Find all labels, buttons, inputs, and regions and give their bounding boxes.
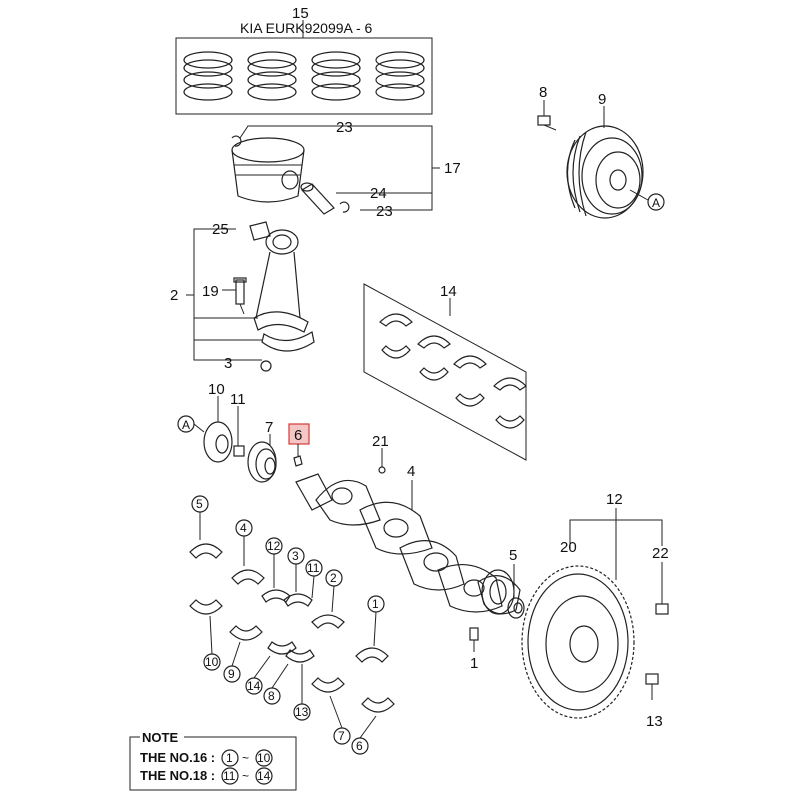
bearing-shells[interactable] [189, 543, 395, 713]
svg-text:12: 12 [267, 539, 281, 553]
note-heading: NOTE [142, 730, 178, 745]
svg-text:1: 1 [372, 597, 379, 611]
circled-callout-8[interactable]: 8 [263, 687, 281, 705]
callout-14[interactable]: 14 [440, 283, 457, 300]
callout-19[interactable]: 19 [202, 283, 219, 300]
circled-callout-12[interactable]: 12 [265, 537, 283, 555]
svg-text:8: 8 [268, 689, 275, 703]
key-6[interactable] [293, 455, 303, 467]
note-line2-to: 14 [257, 769, 271, 783]
flywheel-bolt-13[interactable] [645, 673, 659, 700]
callout-9[interactable]: 9 [598, 91, 606, 108]
note-box: NOTE THE NO.16 : 1 ~ 10 THE NO.18 : 11 ~… [129, 730, 297, 791]
callout-24[interactable]: 24 [370, 185, 387, 202]
svg-text:6: 6 [356, 739, 363, 753]
highlight-box-6[interactable] [288, 423, 310, 445]
callout-23-bottom[interactable]: 23 [376, 203, 393, 220]
rod-bolt-19[interactable] [233, 277, 247, 305]
svg-text:3: 3 [292, 549, 299, 563]
diagram-title: KIA EURK92099A - 6 [240, 20, 373, 36]
svg-text:14: 14 [247, 679, 261, 693]
rod-nut-3[interactable] [260, 360, 272, 372]
damper-pulley[interactable] [566, 125, 644, 219]
flywheel[interactable] [521, 565, 635, 719]
circled-callout-5[interactable]: 5 [191, 495, 209, 513]
svg-text:13: 13 [295, 705, 309, 719]
note-line1-prefix: THE NO.16 : [140, 750, 215, 765]
callout-23-top[interactable]: 23 [336, 119, 353, 136]
callout-4[interactable]: 4 [407, 463, 415, 480]
rod-cap[interactable] [261, 331, 315, 352]
callout-17[interactable]: 17 [444, 160, 461, 177]
note-line2-prefix: THE NO.18 : [140, 768, 215, 783]
dowel-22[interactable] [655, 603, 669, 615]
svg-text:10: 10 [205, 655, 219, 669]
callout-22[interactable]: 22 [652, 545, 669, 562]
plug-21[interactable] [378, 466, 386, 474]
rod-bearing-25[interactable] [249, 221, 271, 241]
connecting-rod[interactable] [253, 229, 309, 333]
circled-callout-10[interactable]: 10 [203, 653, 221, 671]
callout-8[interactable]: 8 [539, 84, 547, 101]
note-line2-sep: ~ [242, 769, 249, 783]
circled-callout-9[interactable]: 9 [223, 665, 241, 683]
bolt-8[interactable] [537, 115, 557, 131]
circled-callout-14[interactable]: 14 [245, 677, 263, 695]
svg-text:5: 5 [196, 497, 203, 511]
circled-callout-2[interactable]: 2 [325, 569, 343, 587]
callout-2[interactable]: 2 [170, 287, 178, 304]
callout-11[interactable]: 11 [230, 391, 246, 408]
piston[interactable] [231, 137, 305, 203]
callout-20[interactable]: 20 [560, 539, 577, 556]
callout-10[interactable]: 10 [208, 381, 225, 398]
callout-5[interactable]: 5 [509, 547, 517, 564]
bolt-11[interactable] [233, 445, 245, 457]
callout-3[interactable]: 3 [224, 355, 232, 372]
snap-ring-upper[interactable] [231, 135, 242, 147]
svg-text:2: 2 [330, 571, 337, 585]
svg-text:11: 11 [307, 561, 320, 575]
note-line1-sep: ~ [242, 751, 249, 765]
main-bearing-set[interactable] [363, 283, 527, 461]
snap-ring-lower[interactable] [339, 201, 350, 213]
callout-25[interactable]: 25 [212, 221, 229, 238]
circled-callout-1[interactable]: 1 [367, 595, 385, 613]
circled-callout-11[interactable]: 11 [305, 559, 323, 577]
reference-a-left: A [182, 418, 190, 432]
circled-callout-13[interactable]: 13 [293, 703, 311, 721]
svg-text:4: 4 [240, 521, 247, 535]
callout-12[interactable]: 12 [606, 491, 623, 508]
pilot-bushing-5[interactable] [507, 597, 525, 619]
reference-a-top: A [652, 196, 660, 210]
circled-callout-6[interactable]: 6 [351, 737, 369, 755]
callout-6-highlighted[interactable]: 6 [294, 427, 302, 444]
flange-10[interactable] [203, 421, 233, 463]
circled-callout-4[interactable]: 4 [235, 519, 253, 537]
svg-text:9: 9 [228, 667, 235, 681]
note-line2-from: 11 [223, 769, 236, 783]
note-line1-from: 1 [226, 751, 233, 765]
callout-13[interactable]: 13 [646, 713, 663, 730]
note-line1-to: 10 [257, 751, 271, 765]
callout-7[interactable]: 7 [265, 419, 273, 436]
circled-callout-7[interactable]: 7 [333, 727, 351, 745]
crankshaft[interactable] [295, 473, 521, 615]
piston-ring-set[interactable] [175, 37, 433, 115]
piston-pin[interactable] [300, 182, 335, 215]
svg-text:7: 7 [338, 729, 345, 743]
callout-1[interactable]: 1 [470, 655, 478, 672]
reference-a-circle-top [647, 193, 665, 211]
callout-15[interactable]: 15 [292, 5, 309, 22]
circled-callout-3[interactable]: 3 [287, 547, 305, 565]
callout-21[interactable]: 21 [372, 433, 389, 450]
sprocket-7[interactable] [247, 441, 277, 483]
pin-1[interactable] [469, 627, 479, 641]
